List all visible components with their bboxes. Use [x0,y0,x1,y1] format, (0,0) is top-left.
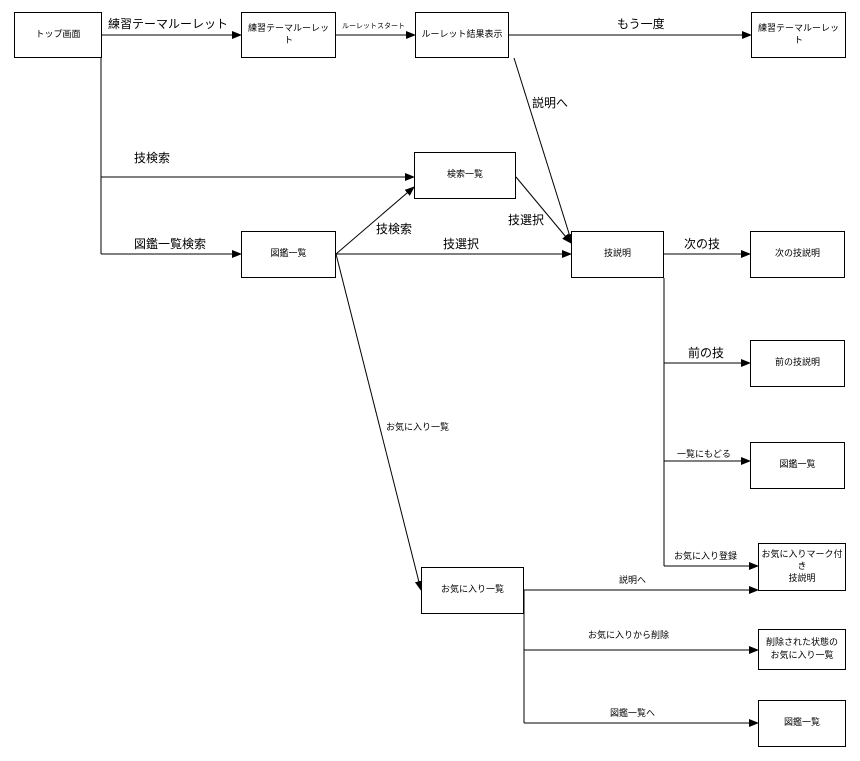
label-skill-select-search: 技選択 [508,213,545,227]
node-top-screen: トップ画面 [14,12,102,58]
node-deleted-fav-list: 削除された状態の お気に入り一覧 [758,629,846,670]
node-zukan-list: 図鑑一覧 [241,231,336,278]
label-again: もう一度 [617,17,665,31]
label-next-skill: 次の技 [684,237,721,251]
label-prev-skill: 前の技 [688,346,725,360]
label-to-explain: 説明へ [532,96,569,110]
node-fav-mark-detail: お気に入りマーク付き 技説明 [758,543,846,591]
node-search-list: 検索一覧 [414,152,516,199]
label-zukan-search: 図鑑一覧検索 [134,237,207,251]
label-skill-search-2: 技検索 [376,222,413,236]
label-back-zukan: 一覧にもどる [677,450,731,460]
node-fav-list: お気に入り一覧 [421,567,524,614]
label-to-practice: 練習テーマルーレット [108,17,229,31]
edge-search-detail [515,176,572,244]
label-fav-delete: お気に入りから削除 [588,631,670,641]
label-explain-2: 説明へ [619,576,647,586]
node-prev-skill-detail: 前の技説明 [750,340,845,387]
node-next-skill-detail: 次の技説明 [750,231,845,278]
node-zukan-back: 図鑑一覧 [750,442,845,489]
label-roulette-start: ルーレットスタート [342,22,405,30]
edge-zukan-search [335,186,415,255]
label-skill-search: 技検索 [134,151,171,165]
label-skill-select-zukan: 技選択 [443,237,480,251]
edge-result-detail [513,57,574,244]
edge-zukan-fav [335,253,423,591]
label-fav-list-edge: お気に入り一覧 [386,423,450,433]
node-skill-detail: 技説明 [571,231,664,278]
label-to-zukan: 図鑑一覧へ [610,709,656,719]
label-fav-register: お気に入り登録 [674,552,738,562]
node-practice-roulette: 練習テーマルーレット [241,12,336,58]
node-practice-roulette-again: 練習テーマルーレット [751,12,846,58]
node-roulette-result: ルーレット結果表示 [415,12,509,58]
node-zukan-end: 図鑑一覧 [758,700,846,747]
